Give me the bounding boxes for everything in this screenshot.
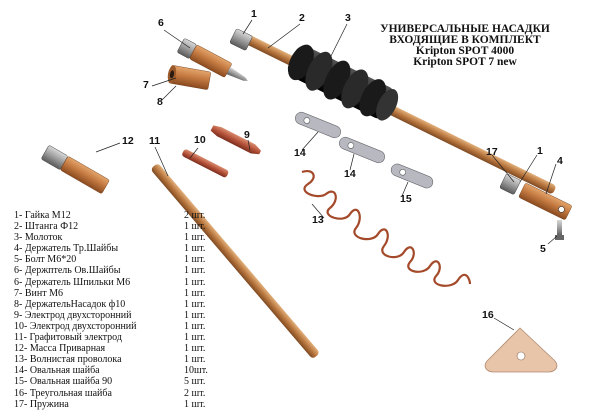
legend-part-name: 16- Треугольная шайба xyxy=(14,387,112,399)
callout-14-a: 14 xyxy=(294,147,306,159)
callout-14-b: 14 xyxy=(344,168,356,180)
callout-6: 6 xyxy=(158,17,164,29)
legend-row: 10- Электрод двухсторонний 1 шт. xyxy=(14,321,214,332)
mass-part-12 xyxy=(41,145,110,194)
legend-row: 2- Штанга Ф12 1 шт. xyxy=(14,221,214,232)
legend-part-name: 11- Графитовый электрод xyxy=(14,332,122,344)
triangle-washer-part-16 xyxy=(484,327,558,373)
legend-part-qty: 2 шт. xyxy=(184,210,206,221)
legend-part-qty: 1 шт. xyxy=(184,398,206,410)
hammer-part-3 xyxy=(287,44,399,121)
legend-row: 5- Болт М6*20 1 шт. xyxy=(14,254,214,265)
callout-16: 16 xyxy=(482,309,494,321)
legend-row: 15- Овальная шайба 90 5 шт. xyxy=(14,376,214,387)
legend-row: 6- Держптель Ов.Шайбы 1 шт. xyxy=(14,265,214,276)
legend-part-qty: 1 шт. xyxy=(184,309,206,321)
electrode-part-9 xyxy=(210,125,262,155)
legend-row: 16- Треугольная шайба 2 шт. xyxy=(14,388,214,399)
legend-part-name: 6- Держатель Шпильки М6 xyxy=(14,276,131,288)
title-line-1: УНИВЕРСАЛЬНЫЕ НАСАДКИ xyxy=(380,23,550,35)
holder-part-6 xyxy=(177,38,248,81)
legend-row: 14- Овальная шайба 10шт. xyxy=(14,365,214,376)
callout-1-top: 1 xyxy=(251,8,257,20)
title-line-3: Kripton SPOT 4000 xyxy=(415,45,515,57)
graphite-rod-part-11 xyxy=(151,164,319,358)
main-rod-assembly xyxy=(229,28,572,240)
title-line-2: ВХОДЯЩИЕ В КОМПЛЕКТ xyxy=(389,34,541,46)
callout-13: 13 xyxy=(312,214,324,226)
legend-part-qty: 10шт. xyxy=(184,365,208,377)
legend-part-name: 8- ДержательНасадок ф10 xyxy=(14,298,126,310)
callout-8: 8 xyxy=(157,96,163,108)
legend-part-qty: 2 шт. xyxy=(184,387,206,399)
diagram-title: УНИВЕРСАЛЬНЫЕ НАСАДКИ ВХОДЯЩИЕ В КОМПЛЕК… xyxy=(355,23,575,68)
oval-washer-14b xyxy=(339,136,385,164)
legend-part-qty: 1 шт. xyxy=(184,243,206,255)
electrode-part-10 xyxy=(182,149,229,178)
callout-15: 15 xyxy=(400,193,412,205)
legend-part-qty: 1 шт. xyxy=(184,254,206,266)
holder-part-8 xyxy=(167,65,211,90)
legend-part-qty: 1 шт. xyxy=(184,354,206,366)
callout-12: 12 xyxy=(122,135,134,147)
legend-row: 7- Винт М6 1 шт. xyxy=(14,288,214,299)
legend-part-name: 7- Винт М6 xyxy=(14,287,63,299)
legend-part-name: 14- Овальная шайба xyxy=(14,365,100,377)
legend-part-qty: 1 шт. xyxy=(184,265,206,277)
legend-part-name: 17- Пружина xyxy=(14,398,69,410)
legend-row: 11- Графитовый электрод 1 шт. xyxy=(14,332,214,343)
bolt-part-5 xyxy=(555,220,564,240)
legend-part-name: 2- Штанга Ф12 xyxy=(14,221,79,233)
legend-row: 8- ДержательНасадок ф10 1 шт. xyxy=(14,299,214,310)
legend-part-qty: 1 шт. xyxy=(184,332,206,344)
legend-part-qty: 1 шт. xyxy=(184,320,206,332)
callout-11: 11 xyxy=(149,135,161,147)
callout-7: 7 xyxy=(143,79,149,91)
legend-part-name: 10- Электрод двухсторонний xyxy=(14,320,137,332)
nut-part-1-lower xyxy=(499,173,521,195)
legend-row: 12- Масса Приварная 1 шт. xyxy=(14,343,214,354)
callout-1-lower: 1 xyxy=(537,145,543,157)
legend-part-qty: 1 шт. xyxy=(184,343,206,355)
legend-part-qty: 1 шт. xyxy=(184,287,206,299)
leader-lines xyxy=(95,19,558,331)
oval-washer-14a xyxy=(295,111,341,139)
legend-part-qty: 1 шт. xyxy=(184,276,206,288)
legend-part-name: 9- Электрод двухсторонний xyxy=(14,309,132,321)
legend-row: 1- Гайка М12 2 шт. xyxy=(14,210,214,221)
nut-part-1-top xyxy=(229,28,253,51)
legend-part-name: 1- Гайка М12 xyxy=(14,210,71,221)
oval-washer-15 xyxy=(390,163,434,189)
legend-part-name: 12- Масса Приварная xyxy=(14,343,106,355)
parts-diagram xyxy=(41,19,572,373)
holder-part-4 xyxy=(518,183,572,220)
callout-9: 9 xyxy=(244,129,250,141)
callout-17: 17 xyxy=(486,146,498,158)
legend-part-name: 3- Молоток xyxy=(14,232,63,244)
legend-part-name: 13- Волнистая проволока xyxy=(14,354,122,366)
legend-row: 4- Держатель Тр.Шайбы 1 шт. xyxy=(14,243,214,254)
legend-part-qty: 1 шт. xyxy=(184,298,206,310)
legend-part-name: 15- Овальная шайба 90 xyxy=(14,376,113,388)
legend-row: 3- Молоток 1 шт. xyxy=(14,232,214,243)
callout-2: 2 xyxy=(299,12,305,24)
callout-10: 10 xyxy=(194,134,206,146)
legend-part-qty: 1 шт. xyxy=(184,221,206,233)
legend-row: 17- Пружина 1 шт. xyxy=(14,399,214,410)
title-line-4: Kripton SPOT 7 new xyxy=(413,56,517,68)
wavy-wire-part-13 xyxy=(301,170,472,287)
legend-part-name: 6- Держптель Ов.Шайбы xyxy=(14,265,121,277)
legend-row: 6- Держатель Шпильки М6 1 шт. xyxy=(14,277,214,288)
legend-part-name: 4- Держатель Тр.Шайбы xyxy=(14,243,119,255)
legend-part-qty: 1 шт. xyxy=(184,232,206,244)
legend-part-name: 5- Болт М6*20 xyxy=(14,254,77,266)
callout-4: 4 xyxy=(557,155,563,167)
legend-row: 13- Волнистая проволока 1 шт. xyxy=(14,354,214,365)
callout-5: 5 xyxy=(540,243,546,255)
legend-part-qty: 5 шт. xyxy=(184,376,206,388)
legend-row: 9- Электрод двухсторонний 1 шт. xyxy=(14,310,214,321)
callout-3: 3 xyxy=(345,12,351,24)
